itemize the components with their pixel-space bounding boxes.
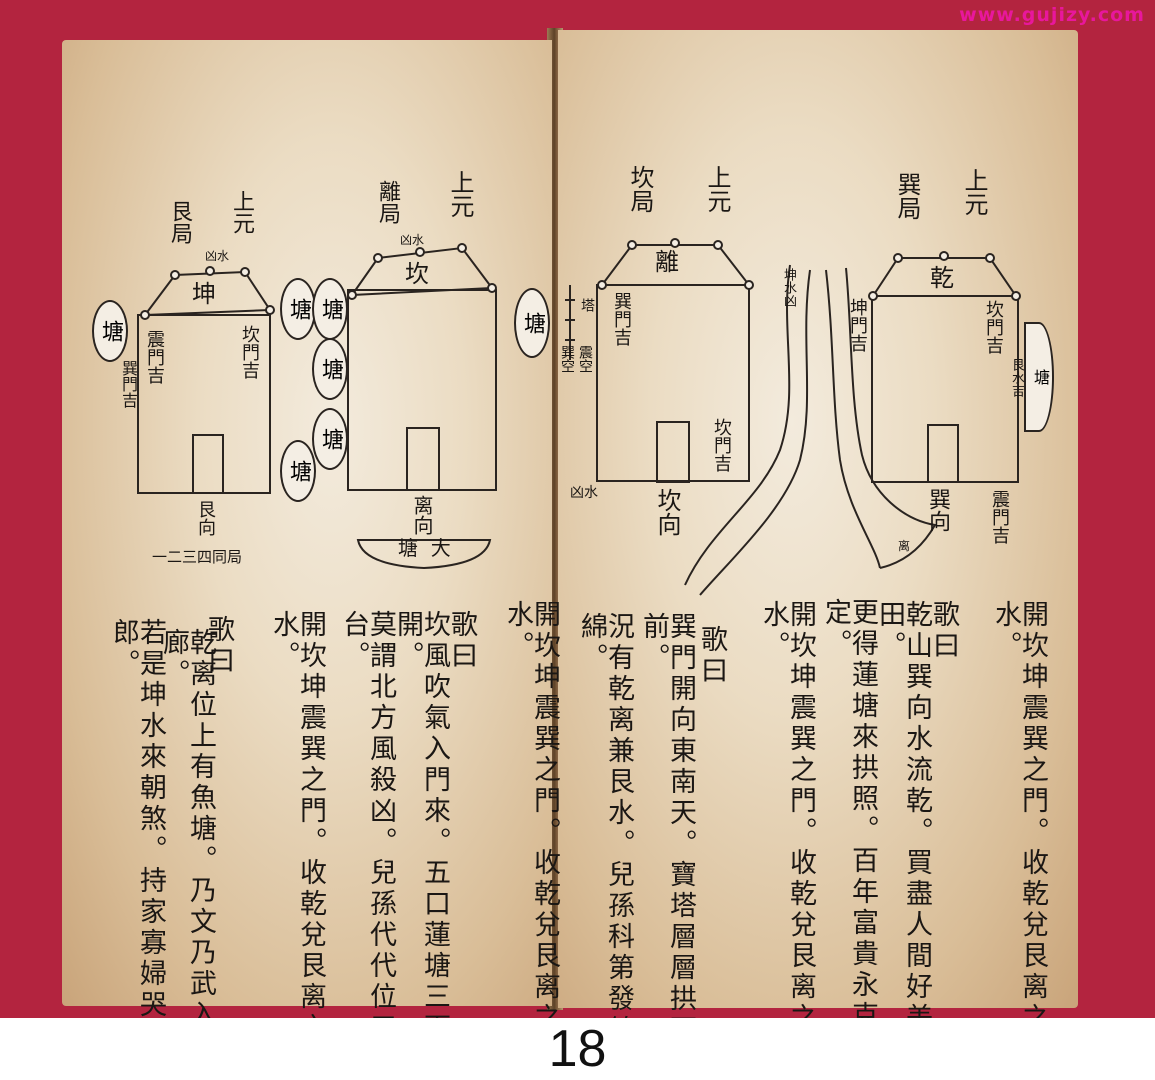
ju-label: 艮局 (167, 200, 192, 244)
verse-column: 若是坤水來朝煞。持家寡婦哭兒郎。 (108, 618, 166, 1052)
kun-water-label: 坤水凶 (781, 268, 796, 307)
verse-column: 開坎坤震巽之門。收乾兌艮离之水。 (758, 600, 816, 1034)
water-mark: 凶水 (400, 233, 425, 247)
pond: 塘 (312, 408, 348, 470)
verse-column: 歌曰 (928, 600, 959, 662)
house-door (406, 427, 440, 491)
left-gate-label: 震門吉 (144, 330, 165, 384)
xun-kong-label: 巽空 (559, 345, 575, 373)
ju-label: 坎局 (626, 165, 654, 213)
pond: 塘 (280, 278, 316, 340)
pond: 塘 (280, 440, 316, 502)
gen-water-label: 艮水吉 (1009, 358, 1024, 397)
verse-column: 開坎坤震巽之門。收乾兌艮离之水。 (990, 600, 1048, 1034)
far-left-gate-label: 巽門吉 (119, 360, 138, 408)
river-left-bank (684, 264, 791, 586)
verse-column: 乾离位上有魚塘。乃文乃武入廟廊。 (158, 628, 216, 1062)
pond: 塘 (92, 300, 128, 362)
house-door (656, 421, 690, 483)
ju-order-label: 一二三四同局 (152, 548, 243, 566)
river-branch-left (825, 269, 881, 569)
roof-trigram: 離 (655, 248, 679, 276)
water-mark: 凶水 (205, 249, 230, 263)
right-gate-label: 坎門吉 (239, 325, 260, 379)
pond: 塘 (312, 338, 348, 400)
shang-yuan-label: 上元 (703, 165, 731, 213)
verse-column: 莫謂北方風殺凶。兒孫代代位三台。 (338, 610, 396, 1044)
verse-column: 況有乾离兼艮水。兒孫科第發綿綿。 (576, 612, 634, 1046)
verse-column: 乾山巽向水流乾。買盡人間好美田。 (874, 600, 932, 1034)
watermark: www.gujizy.com (959, 4, 1145, 26)
xiang-label: 坎向 (653, 488, 681, 536)
roof-trigram: 坎 (405, 260, 429, 288)
river-right-bank (699, 269, 811, 596)
verse-column: 更得蓮塘來拱照。百年富貴永克定。 (820, 598, 878, 1032)
verse-column: 歌曰 (203, 615, 234, 677)
li-mark: 离 (898, 539, 911, 553)
verse-column: 坎風吹氣入門來。五口蓮塘三面開。 (392, 610, 450, 1044)
river-branch-right (845, 267, 937, 569)
zhen-gate-label: 震門吉 (989, 490, 1010, 544)
shang-yuan-label: 上元 (229, 190, 254, 234)
tower-mark (565, 285, 575, 360)
ju-label: 巽局 (893, 172, 921, 220)
left-gate-label: 巽門吉 (611, 292, 632, 346)
roof-trigram: 乾 (930, 264, 954, 292)
page-number: 18 (0, 1018, 1155, 1080)
left-page (62, 40, 552, 1006)
house-door (192, 434, 224, 494)
pond: 塘 (312, 278, 348, 340)
xiong-shui-label: 凶水 (570, 485, 598, 501)
verse-column: 歌曰 (446, 610, 477, 672)
right-page (558, 30, 1078, 1008)
house-door (927, 424, 959, 483)
zhen-kong-label: 震空 (577, 345, 593, 373)
shang-yuan-label: 上元 (960, 168, 988, 216)
xiang-label: 离向 (410, 495, 434, 535)
pond: 塘 (514, 288, 550, 358)
roof-trigram: 坤 (192, 280, 216, 308)
left-gate-label: 坤門吉 (847, 298, 868, 352)
ju-label: 離局 (375, 180, 400, 224)
tower-label: 塔 (579, 298, 595, 312)
verse-column: 開坎坤震巽之門。收乾兌艮离之水。 (502, 600, 560, 1034)
xiang-label: 巽向 (925, 488, 950, 532)
pond: 塘 (1024, 322, 1054, 432)
big-pond-outline (356, 539, 492, 570)
shang-yuan-label: 上元 (446, 170, 474, 218)
verse-column: 開坎坤震巽之門。收乾兌艮离之水。 (268, 610, 326, 1044)
xiang-label: 艮向 (195, 500, 216, 536)
house-outline (347, 289, 497, 491)
verse-column: 歌曰 (696, 625, 727, 687)
big-pond-label: 塘 大 (398, 536, 451, 560)
right-gate-label: 坎門吉 (983, 300, 1004, 354)
right-gate-label: 坎門吉 (711, 418, 732, 472)
verse-column: 巽門開向東南天。寶塔層層拱面前。 (638, 612, 696, 1046)
